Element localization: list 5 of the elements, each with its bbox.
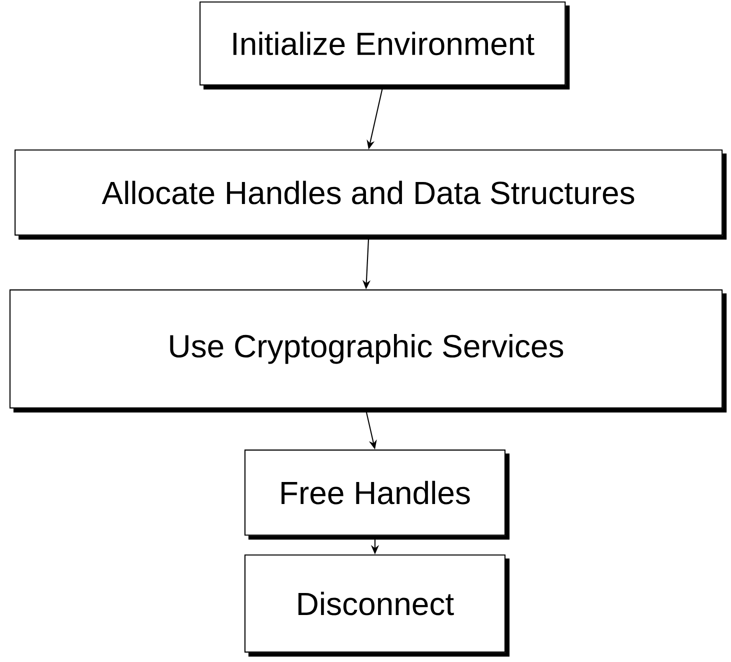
process-box: Initialize Environment: [200, 1, 570, 90]
process-box: Free Handles: [244, 449, 510, 540]
process-box: Disconnect: [244, 554, 510, 657]
process-box: Use Cryptographic Services: [9, 289, 727, 412]
process-box: Allocate Handles and Data Structures: [14, 149, 727, 240]
